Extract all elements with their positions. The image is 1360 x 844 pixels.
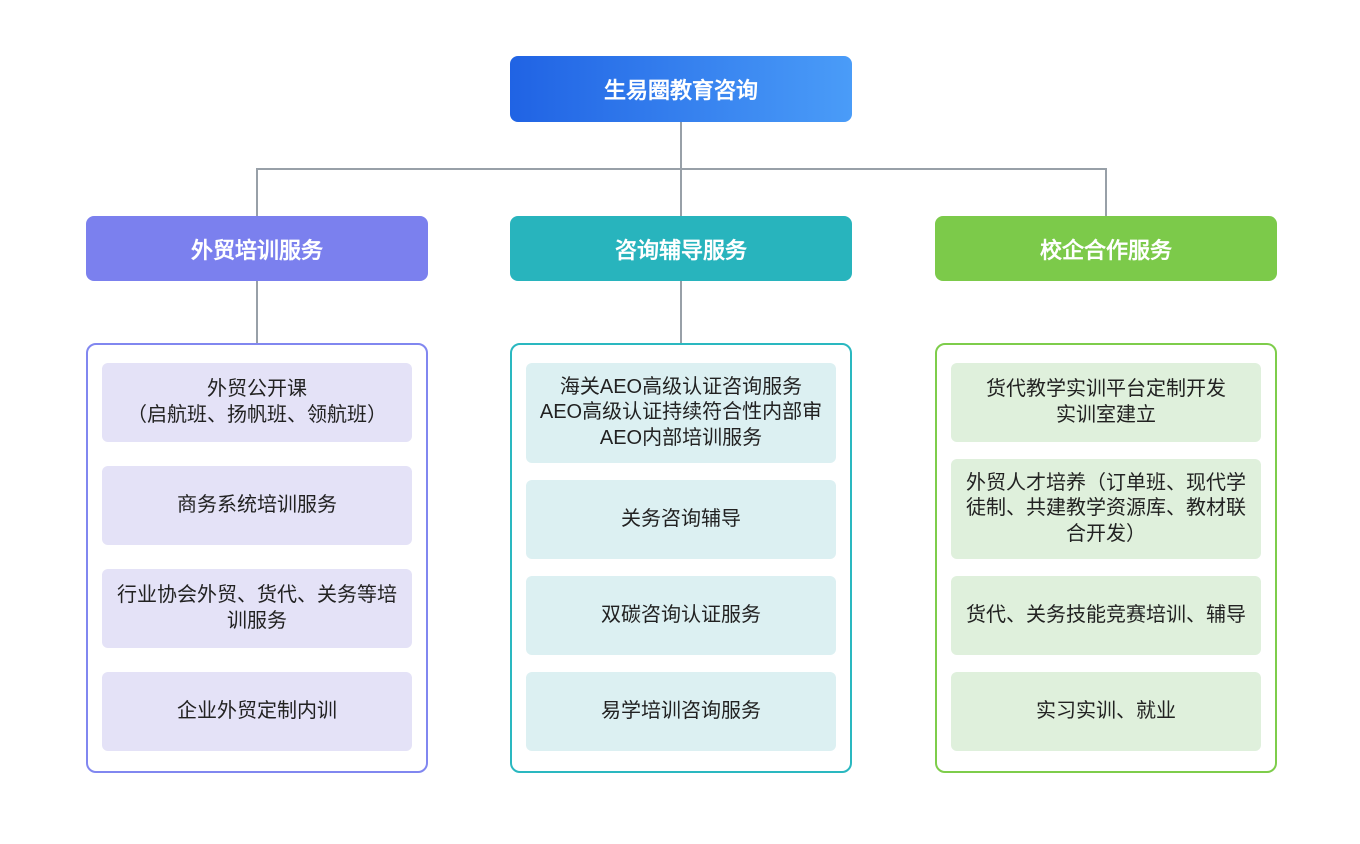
branch-header-label: 校企合作服务 bbox=[1039, 237, 1172, 263]
branch-item[interactable]: 行业协会外贸、货代、关务等培训服务 bbox=[102, 569, 412, 648]
branch-box-consulting: 海关AEO高级认证咨询服务 AEO高级认证持续符合性内部审 AEO内部培训服务 … bbox=[510, 343, 852, 773]
root-node[interactable]: 生易圈教育咨询 bbox=[510, 56, 852, 122]
branch-item[interactable]: 货代、关务技能竞赛培训、辅导 bbox=[951, 576, 1261, 656]
branch-header-label: 咨询辅导服务 bbox=[614, 237, 747, 263]
connector-drop-branch-0 bbox=[256, 168, 258, 216]
branch-box-school-enterprise: 货代教学实训平台定制开发 实训室建立 外贸人才培养（订单班、现代学徒制、共建教学… bbox=[935, 343, 1277, 773]
branch-item[interactable]: 海关AEO高级认证咨询服务 AEO高级认证持续符合性内部审 AEO内部培训服务 bbox=[526, 363, 836, 464]
branch-header-school-enterprise[interactable]: 校企合作服务 bbox=[935, 216, 1277, 281]
branch-item[interactable]: 企业外贸定制内训 bbox=[102, 672, 412, 751]
connector-drop-branch-2 bbox=[1105, 168, 1107, 216]
connector-header-box-branch-0 bbox=[256, 281, 258, 343]
branch-item[interactable]: 实习实训、就业 bbox=[951, 671, 1261, 751]
branch-header-trade-training[interactable]: 外贸培训服务 bbox=[86, 216, 428, 281]
root-node-label: 生易圈教育咨询 bbox=[603, 78, 758, 103]
branch-item[interactable]: 易学培训咨询服务 bbox=[526, 671, 836, 751]
connector-header-box-branch-1 bbox=[680, 281, 682, 343]
branch-item[interactable]: 双碳咨询认证服务 bbox=[526, 576, 836, 656]
branch-header-label: 外贸培训服务 bbox=[190, 237, 323, 263]
branch-box-trade-training: 外贸公开课 （启航班、扬帆班、领航班） 商务系统培训服务 行业协会外贸、货代、关… bbox=[86, 343, 428, 773]
branch-item[interactable]: 关务咨询辅导 bbox=[526, 480, 836, 560]
branch-item[interactable]: 商务系统培训服务 bbox=[102, 466, 412, 545]
branch-item[interactable]: 外贸公开课 （启航班、扬帆班、领航班） bbox=[102, 363, 412, 442]
branch-item[interactable]: 货代教学实训平台定制开发 实训室建立 bbox=[951, 363, 1261, 442]
branch-header-consulting[interactable]: 咨询辅导服务 bbox=[510, 216, 852, 281]
connector-root-stem bbox=[680, 122, 682, 168]
branch-item[interactable]: 外贸人才培养（订单班、现代学徒制、共建教学资源库、教材联合开发） bbox=[951, 458, 1261, 560]
connector-drop-branch-1 bbox=[680, 168, 682, 216]
